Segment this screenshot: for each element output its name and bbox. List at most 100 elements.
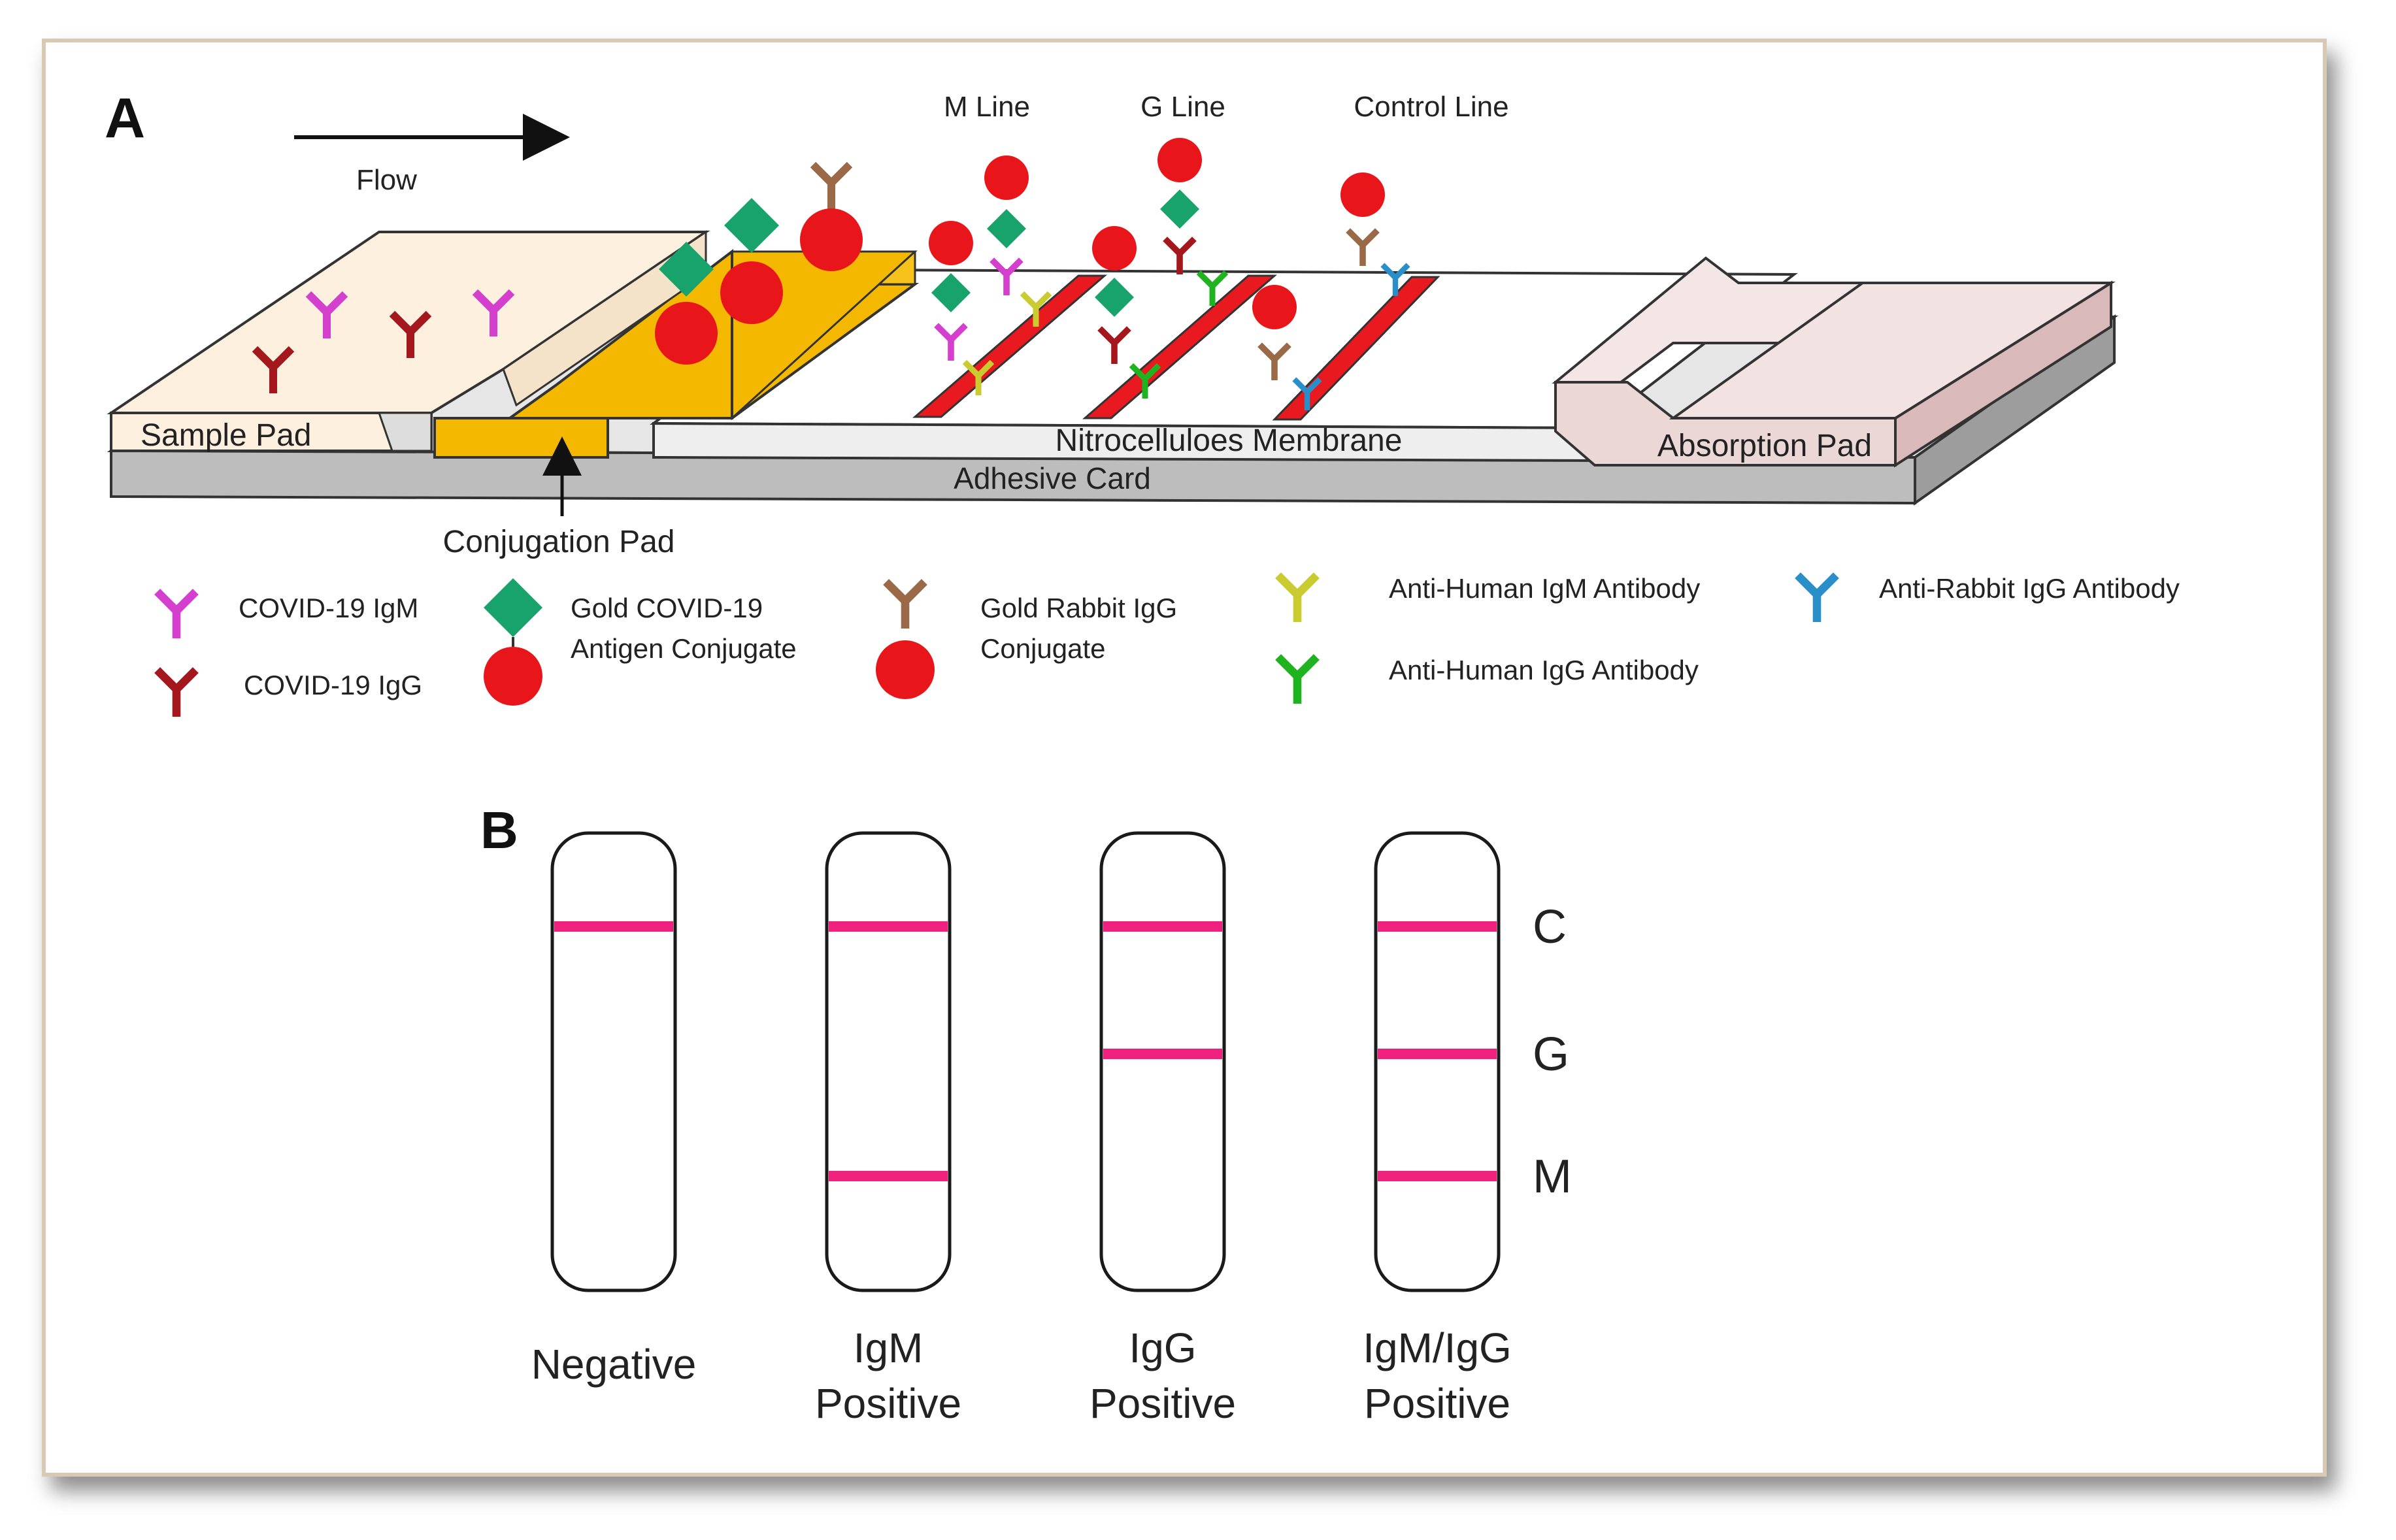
sample-pad-label: Sample Pad [141,418,312,453]
legend-label: Anti-Rabbit IgG Antibody [1879,573,2180,604]
legend-label: Antigen Conjugate [571,633,797,664]
adhesive-card-label: Adhesive Card [954,461,1151,495]
conjugation-pad-label: Conjugation Pad [443,525,675,559]
covid-igm-icon [472,289,515,336]
covid-igm-icon [934,323,968,361]
strip-result-label: Positive [1364,1380,1510,1427]
antigen-icon [987,209,1026,248]
legend-item-anti-rabbit-igg: Anti-Rabbit IgG Antibody [1795,572,2180,622]
legend-item-gold-rabbit: Gold Rabbit IgG Conjugate [876,579,1177,699]
strip-result-label: IgG [1129,1324,1196,1371]
antigen-icon [659,242,714,297]
band-label-c: C [1533,901,1567,953]
flow-label: Flow [356,164,417,196]
result-strips: Negative IgM Positive IgG Positive IgM/IgG Pos… [531,831,1512,1427]
anti-human-igm-icon [1020,291,1052,327]
antigen-icon [1095,278,1134,317]
m-line-stripe [912,274,1108,418]
gold-particle-icon [984,156,1029,200]
strip-result-label: IgM/IgG [1363,1324,1512,1371]
legend-label: Anti-Human IgM Antibody [1389,573,1700,604]
anti-rabbit-igg-icon [1292,377,1322,410]
band-g [1378,1049,1497,1059]
band-label-g: G [1533,1028,1569,1081]
anti-human-igg-icon [1196,270,1229,306]
legend-item-covid-igg: COVID-19 IgG [154,667,422,717]
anti-human-igm-icon [1275,572,1320,622]
gold-particle-icon [876,640,935,699]
panel-b-label: B [480,801,518,859]
panel-a-label: A [105,87,145,150]
sample-pad [107,230,710,452]
band-c [1103,921,1222,932]
covid-igg-icon [252,346,295,393]
gold-particle-icon [484,647,542,706]
anti-rabbit-igg-icon [1795,572,1839,622]
covid-igm-icon [305,291,348,338]
strip-cassette [550,831,677,1292]
covid-igg-icon [1163,237,1197,275]
test-strip: Negative [531,831,697,1388]
band-c [554,921,673,932]
anti-rabbit-igg-icon [1380,263,1410,296]
test-strip: IgM/IgG Positive [1363,831,1512,1427]
g-line-label: G Line [1140,91,1225,123]
strip-result-label: IgM [854,1324,923,1371]
strip-result-label: Positive [1090,1380,1236,1427]
covid-igm-icon [154,589,199,638]
test-strip: IgG Positive [1090,831,1236,1427]
strip-molecules [252,138,1410,410]
m-line-label: M Line [944,91,1030,123]
antigen-icon [484,578,542,637]
test-strip: IgM Positive [815,831,961,1427]
band-c [1378,921,1497,932]
absorption-pad-label: Absorption Pad [1657,429,1872,463]
gold-particle-icon [1252,285,1297,329]
legend-label: Anti-Human IgG Antibody [1389,655,1699,685]
gold-particle-icon [1092,226,1137,270]
strip-result-label: Positive [815,1380,961,1427]
legend-label: Gold Rabbit IgG [980,593,1177,623]
panel-a: A Flow Adhesive Card Nitrocelluloes Memb… [105,87,2180,717]
legend-label: COVID-19 IgG [244,670,422,700]
gold-particle-icon [1157,138,1202,182]
antigen-icon [724,198,779,253]
antigen-icon [931,273,971,312]
legend-label: Gold COVID-19 [571,593,763,623]
band-c [829,921,948,932]
gold-particle-icon [929,221,973,265]
gold-particle-icon [800,208,863,271]
band-label-m: M [1533,1151,1572,1203]
antigen-icon [1160,189,1199,229]
control-line-label: Control Line [1354,91,1508,123]
strip-cassette [1374,831,1501,1292]
legend-item-anti-human-igg: Anti-Human IgG Antibody [1275,654,1699,704]
rabbit-igg-icon [1257,342,1291,381]
strip-cassette [1099,831,1226,1292]
membrane-label: Nitrocelluloes Membrane [1056,423,1403,458]
rabbit-igg-icon [810,161,853,209]
covid-igg-icon [154,667,199,717]
rabbit-igg-icon [883,579,927,629]
strip-cassette [825,831,952,1292]
strip-result-label: Negative [531,1341,697,1388]
gold-particle-icon [720,261,783,324]
band-g [1103,1049,1222,1059]
legend-label: COVID-19 IgM [239,593,418,623]
gold-particle-icon [655,302,718,365]
covid-igg-icon [1097,326,1131,365]
band-m [1378,1171,1497,1181]
legend-label: Conjugate [980,633,1105,664]
band-m [829,1171,948,1181]
panel-b: B Negative IgM Positive IgG Positive IgM/IgG P… [480,801,1572,1427]
covid-igm-icon [990,257,1023,296]
anti-human-igg-icon [1275,654,1320,704]
gold-particle-icon [1340,172,1385,217]
anti-human-igm-icon [962,359,995,395]
band-position-labels: C G M [1533,901,1572,1203]
absorption-pad [1552,256,2116,468]
anti-human-igg-icon [1129,363,1161,399]
